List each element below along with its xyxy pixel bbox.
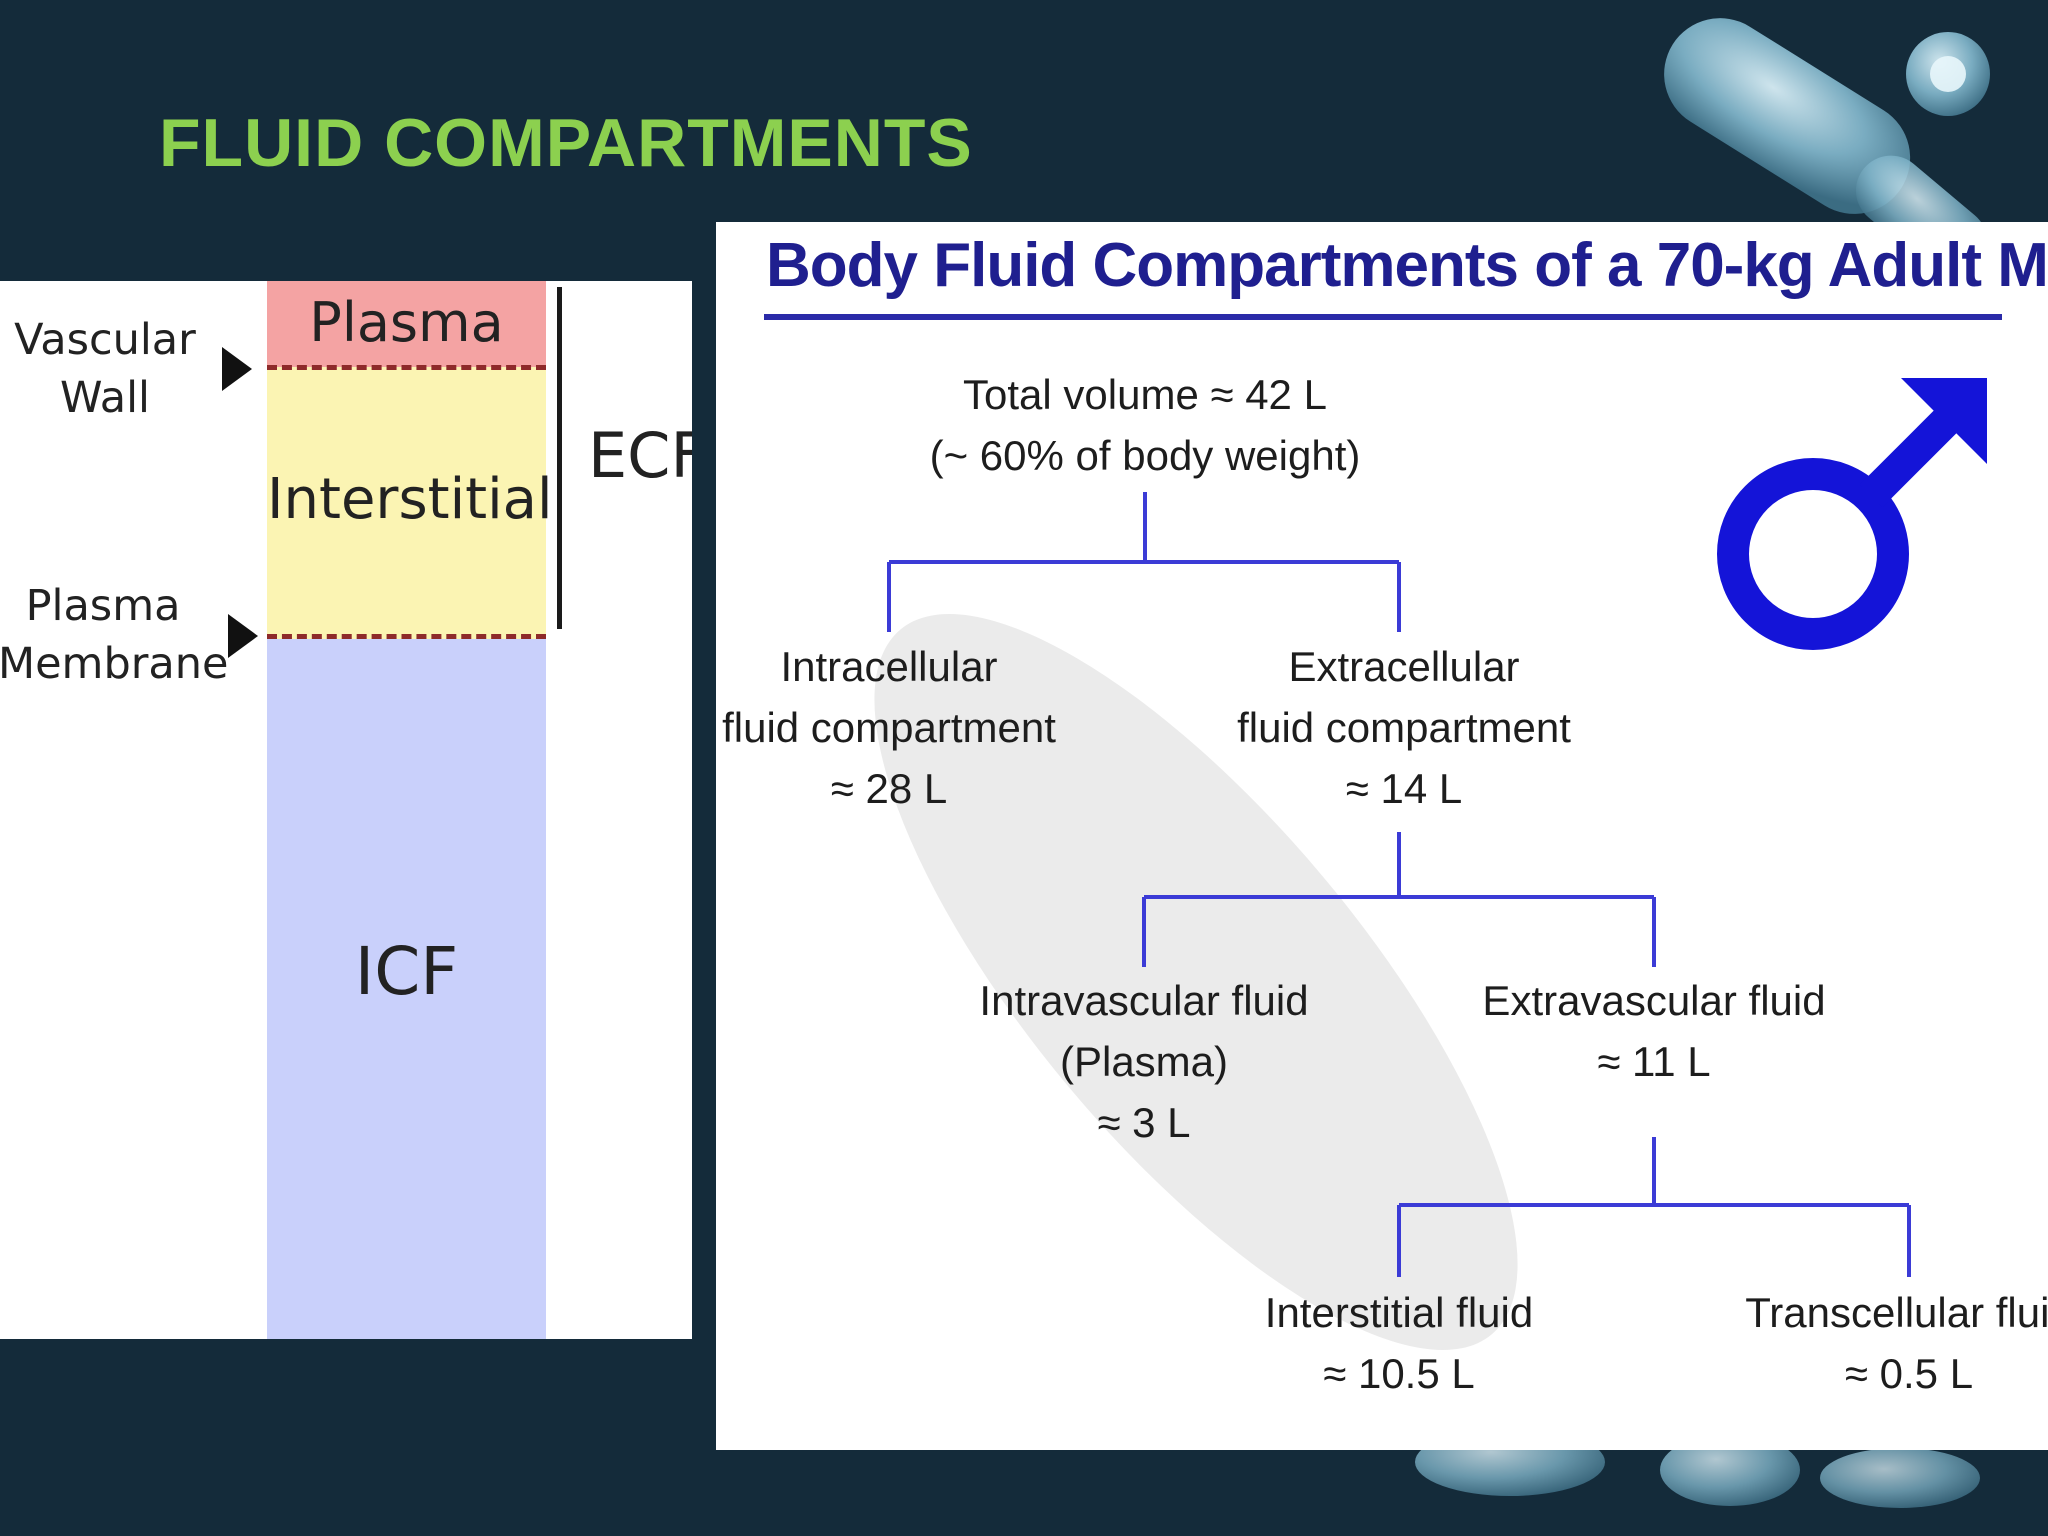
plasma-membrane-arrow-icon (228, 614, 258, 658)
tree-connectors (887, 492, 1911, 1277)
interstitial-compartment: Interstitial (267, 367, 553, 639)
node-total-volume: Total volume ≈ 42 L (~ 60% of body weigh… (929, 371, 1361, 479)
node-transcellular-fluid: Transcellular fluid ≈ 0.5 L (1745, 1289, 2048, 1397)
plasma-compartment: Plasma (267, 281, 546, 367)
plasma-label: Plasma (309, 291, 504, 354)
bacterium-rod-shape (1664, 18, 1911, 214)
male-symbol-icon (1717, 378, 1987, 650)
node-intracellular: Intracellular fluid compartment ≈ 28 L (722, 643, 1056, 812)
compartment-diagram: Plasma Interstitial ICF ECF Vascular Wal… (0, 281, 692, 1339)
bacterium-rod-shape (1820, 1448, 1980, 1508)
icf-compartment: ICF (267, 639, 546, 1339)
intracellular-highlight-ellipse (874, 614, 1518, 1350)
plasma-membrane-label: Plasma Membrane (0, 581, 229, 689)
ecf-bracket (557, 287, 562, 629)
slide-title: FLUID COMPARTMENTS (159, 105, 973, 181)
plasma-membrane-boundary (267, 634, 546, 639)
vascular-wall-label: Vascular Wall (14, 315, 196, 423)
vascular-wall-boundary (267, 365, 546, 370)
icf-label: ICF (354, 933, 459, 1010)
ecf-label: ECF (588, 419, 692, 492)
tree-title: Body Fluid Compartments of a 70-kg Adult… (766, 231, 2048, 300)
node-extracellular: Extracellular fluid compartment ≈ 14 L (1237, 643, 1571, 812)
node-intravascular: Intravascular fluid (Plasma) ≈ 3 L (979, 977, 1309, 1146)
interstitial-label: Interstitial (267, 467, 553, 532)
node-extravascular: Extravascular fluid ≈ 11 L (1482, 977, 1826, 1085)
node-interstitial-fluid: Interstitial fluid ≈ 10.5 L (1264, 1289, 1534, 1397)
body-fluid-tree-diagram: Body Fluid Compartments of a 70-kg Adult… (716, 222, 2048, 1450)
bacterium-rod-shape (1660, 1434, 1800, 1506)
vascular-wall-arrow-icon (222, 347, 252, 391)
